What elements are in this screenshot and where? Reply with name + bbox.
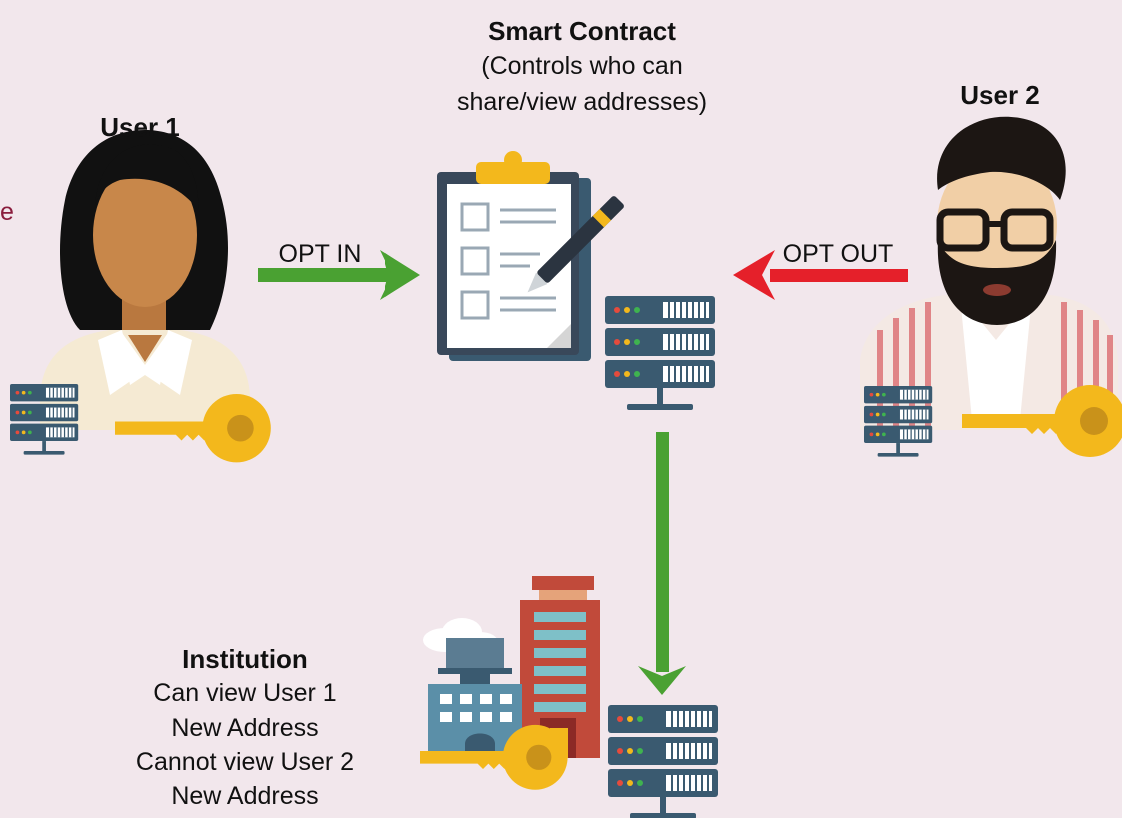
institution-building-icon — [423, 576, 600, 758]
contract-to-institution-arrow — [638, 432, 686, 695]
institution-line1: Can view User 1 — [153, 679, 337, 707]
edge-text-fragment: e — [0, 198, 14, 226]
user2-avatar-icon — [860, 116, 1118, 430]
institution-line2: New Address — [171, 714, 319, 742]
smart-contract-title: Smart Contract — [488, 16, 676, 46]
opt-in-arrow — [258, 250, 420, 300]
smart-contract-subtitle-line1: (Controls who can — [481, 52, 683, 80]
institution-server-icon — [607, 704, 719, 818]
user1-label: User 1 — [100, 112, 180, 142]
opt-out-arrow — [733, 250, 908, 300]
user2-server-icon — [863, 385, 933, 458]
contract-server-icon — [604, 295, 716, 411]
opt-in-label: OPT IN — [278, 240, 362, 268]
institution-line3: Cannot view User 2 — [135, 748, 355, 776]
user1-server-icon — [9, 383, 79, 456]
user2-label: User 2 — [960, 80, 1040, 110]
opt-out-label: OPT OUT — [782, 240, 894, 268]
clipboard-icon — [437, 151, 624, 361]
institution-line4: New Address — [171, 782, 319, 810]
institution-title: Institution — [182, 644, 308, 674]
user1-avatar-icon — [40, 130, 250, 430]
smart-contract-subtitle-line2: share/view addresses) — [456, 88, 708, 116]
